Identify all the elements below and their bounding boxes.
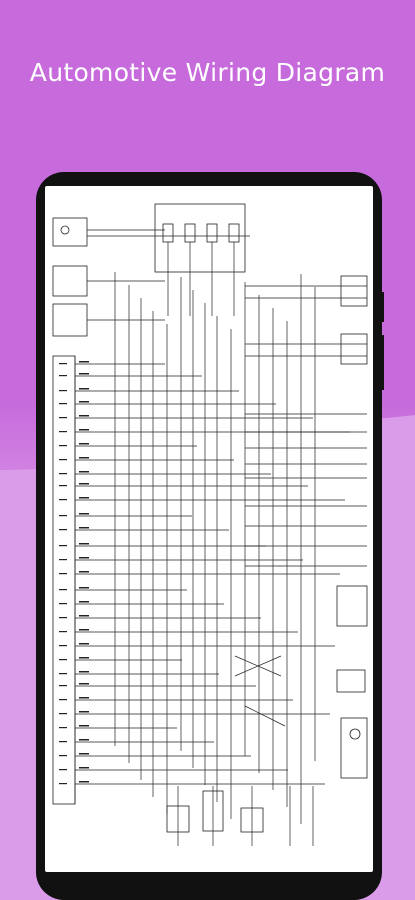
phone-side-button: [381, 292, 384, 322]
wiring-diagram: [52, 203, 368, 846]
diagram-screen[interactable]: [45, 186, 373, 872]
page-title: Automotive Wiring Diagram: [29, 58, 386, 87]
phone-side-button: [381, 335, 384, 390]
